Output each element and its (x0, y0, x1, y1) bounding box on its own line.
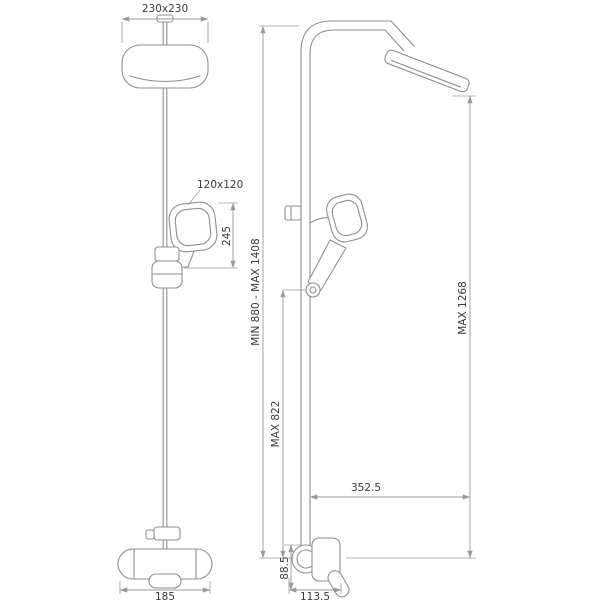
dim-label-head-height: MAX 1268 (457, 281, 469, 335)
mixer-handle-side (327, 570, 350, 598)
dim-label-arm-reach: 352.5 (351, 482, 381, 494)
mixer-handle-front (148, 573, 182, 589)
riser-pipe-side (309, 29, 386, 546)
diverter-body-front (153, 526, 181, 541)
shower-arm-side (390, 20, 415, 47)
overhead-shower-rim (129, 75, 201, 82)
holder-clamp-front (154, 246, 180, 262)
front-dimensions: 230x230 120x120 245 185 (119, 3, 243, 600)
dim-label-hose-height: MAX 822 (270, 401, 282, 448)
hand-shower-side (326, 193, 368, 243)
dim-label-hand-size: 120x120 (197, 179, 243, 191)
hose-nut-center (309, 286, 317, 294)
dim-label-spout-drop: 88.5 (279, 556, 291, 579)
dim-label-depth: 113.5 (300, 591, 330, 600)
hose-nut (305, 282, 321, 298)
side-view (284, 20, 470, 598)
leader-line (187, 189, 201, 206)
rail-cap (156, 14, 174, 23)
mixer-body-side (311, 537, 341, 582)
hand-shower-front (168, 201, 218, 253)
diverter-knob-front (145, 529, 155, 540)
overhead-shower-side (384, 49, 470, 93)
shower-arm-side (384, 29, 405, 52)
dim-label-mixer-width: 185 (155, 591, 175, 600)
riser-pipe-side (300, 20, 392, 546)
dim-label-head-size: 230x230 (142, 3, 188, 15)
holder-knob-side (284, 205, 302, 221)
side-dimensions: MIN 880 - MAX 1408 MAX 822 MAX 1268 352.… (250, 25, 476, 600)
dim-label-height-range: MIN 880 - MAX 1408 (250, 238, 262, 345)
front-view (117, 14, 218, 589)
hand-shower-grip-side (307, 239, 347, 291)
dim-label-hand-height: 245 (221, 226, 233, 246)
overhead-shower-front (121, 44, 209, 89)
